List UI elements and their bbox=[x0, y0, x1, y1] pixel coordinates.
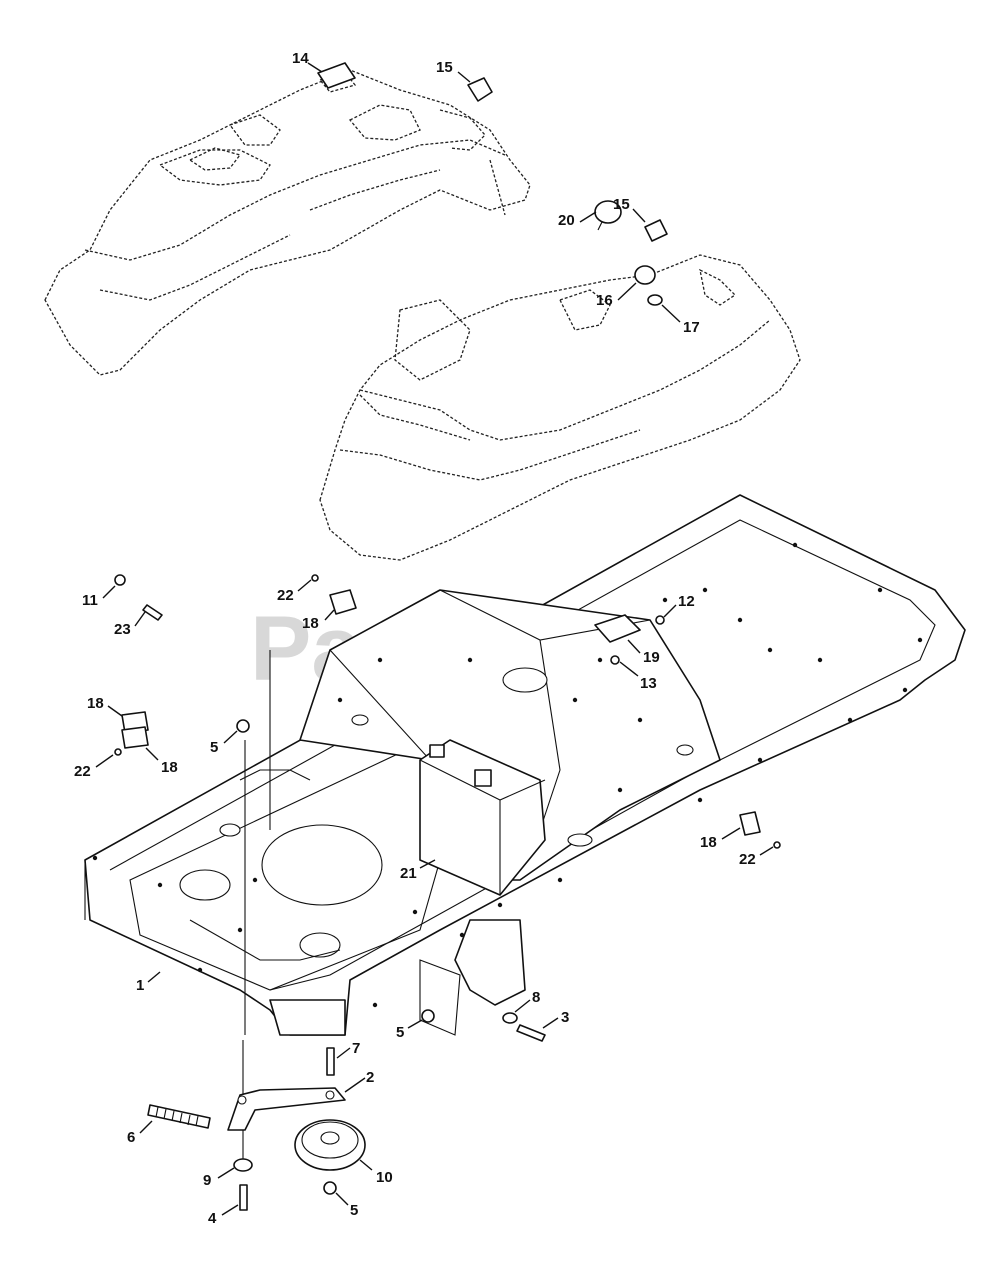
clip-part-15-top bbox=[467, 77, 493, 102]
callout-18-right: 18 bbox=[700, 834, 717, 851]
callout-labels: 14 15 15 20 16 17 11 23 22 18 12 19 13 1… bbox=[74, 50, 756, 1227]
callout-5-bottom: 5 bbox=[350, 1202, 358, 1219]
callout-9: 9 bbox=[203, 1172, 211, 1189]
callout-12: 12 bbox=[678, 593, 695, 610]
callout-10: 10 bbox=[376, 1169, 393, 1186]
callout-1: 1 bbox=[136, 977, 144, 994]
callout-16: 16 bbox=[596, 292, 613, 309]
nut-part-17 bbox=[647, 294, 663, 306]
pin-part-23 bbox=[142, 604, 163, 621]
callout-22-top: 22 bbox=[277, 587, 294, 604]
callout-2: 2 bbox=[366, 1069, 374, 1086]
callout-19: 19 bbox=[643, 649, 660, 666]
frame-holes bbox=[92, 542, 923, 1008]
callout-5-mid: 5 bbox=[396, 1024, 404, 1041]
callout-8: 8 bbox=[532, 989, 540, 1006]
decal-part-14 bbox=[317, 62, 356, 89]
upper-body-shroud bbox=[44, 69, 531, 376]
leader-lines bbox=[95, 62, 774, 1216]
callout-4: 4 bbox=[208, 1210, 217, 1227]
callout-15-top: 15 bbox=[436, 59, 453, 76]
nut-part-11 bbox=[114, 574, 126, 586]
callout-14: 14 bbox=[292, 50, 309, 67]
screw-part-22-top bbox=[311, 574, 319, 582]
bolt-part-7 bbox=[326, 1047, 335, 1076]
clip-part-18-right bbox=[739, 811, 761, 836]
washer-part-8 bbox=[502, 1012, 518, 1024]
callout-6: 6 bbox=[127, 1129, 135, 1146]
clip-part-18-top bbox=[329, 589, 357, 615]
callout-3: 3 bbox=[561, 1009, 569, 1026]
washer-part-9 bbox=[233, 1158, 253, 1172]
pulley-part-10 bbox=[294, 1119, 366, 1171]
callout-17: 17 bbox=[683, 319, 700, 336]
callout-23: 23 bbox=[114, 621, 131, 638]
screw-part-22-left bbox=[114, 748, 122, 756]
callout-18-left-b: 18 bbox=[161, 759, 178, 776]
key-switch-part-16 bbox=[634, 265, 656, 285]
callout-13: 13 bbox=[640, 675, 657, 692]
callout-22-right: 22 bbox=[739, 851, 756, 868]
clip-part-15-right bbox=[644, 219, 668, 242]
callout-18-top: 18 bbox=[302, 615, 319, 632]
nut-part-5-bottom bbox=[323, 1181, 337, 1195]
nut-part-12 bbox=[655, 615, 665, 625]
nut-part-5-mid bbox=[421, 1009, 435, 1023]
nut-part-13 bbox=[610, 655, 620, 665]
console-shroud bbox=[319, 254, 801, 561]
callout-21: 21 bbox=[400, 865, 417, 882]
callout-18-left-a: 18 bbox=[87, 695, 104, 712]
spring-part-6 bbox=[147, 1104, 211, 1129]
nut-part-5-top bbox=[236, 719, 250, 733]
callout-15-right: 15 bbox=[613, 196, 630, 213]
callout-22-left: 22 bbox=[74, 763, 91, 780]
callout-5-top: 5 bbox=[210, 739, 218, 756]
idler-arm-part-2 bbox=[227, 1087, 346, 1131]
callout-11: 11 bbox=[82, 592, 98, 609]
bolt-part-3 bbox=[516, 1024, 546, 1042]
bracket-part-19 bbox=[594, 614, 641, 643]
bolt-part-4 bbox=[239, 1184, 248, 1211]
clip-part-18-left-b bbox=[121, 726, 149, 749]
callout-20: 20 bbox=[558, 212, 575, 229]
screw-part-22-right bbox=[773, 841, 781, 849]
main-frame bbox=[84, 494, 966, 1160]
callout-7: 7 bbox=[352, 1040, 360, 1057]
